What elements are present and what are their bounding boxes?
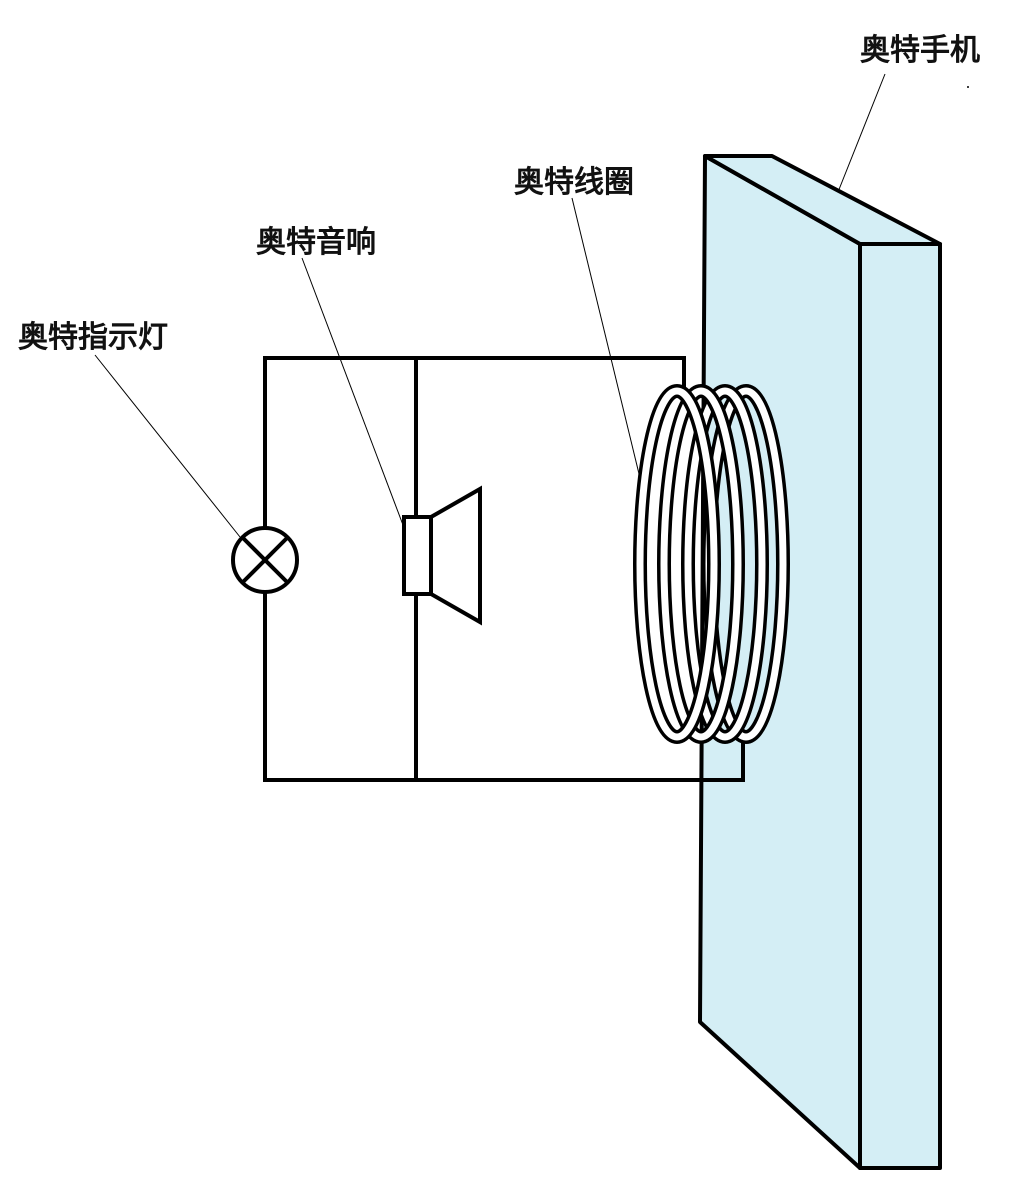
phone-side-face	[858, 242, 942, 1170]
leader-line-indicator	[94, 354, 241, 538]
leader-line-speaker	[301, 257, 404, 526]
leader-line-coil	[571, 197, 641, 479]
speaker-magnet	[402, 515, 433, 596]
leader-lines	[94, 73, 886, 538]
indicator-light-cross-b	[241, 536, 289, 584]
coil-loop	[681, 384, 769, 744]
wire-top	[263, 356, 686, 530]
coil-loop	[633, 384, 721, 744]
coil-loop	[657, 384, 745, 744]
label-phone: 奥特手机	[860, 33, 980, 68]
circuit-wires	[263, 356, 745, 782]
coil	[633, 384, 790, 744]
indicator-light	[231, 526, 299, 594]
speaker	[402, 485, 482, 626]
label-speaker: 奥特音响	[256, 225, 376, 260]
wire-bottom	[263, 736, 745, 782]
speck-dot	[967, 86, 969, 88]
label-coil: 奥特线圈	[514, 165, 634, 200]
speaker-cone	[429, 485, 482, 626]
leader-line-phone	[837, 73, 886, 193]
label-indicator-light: 奥特指示灯	[18, 320, 168, 355]
